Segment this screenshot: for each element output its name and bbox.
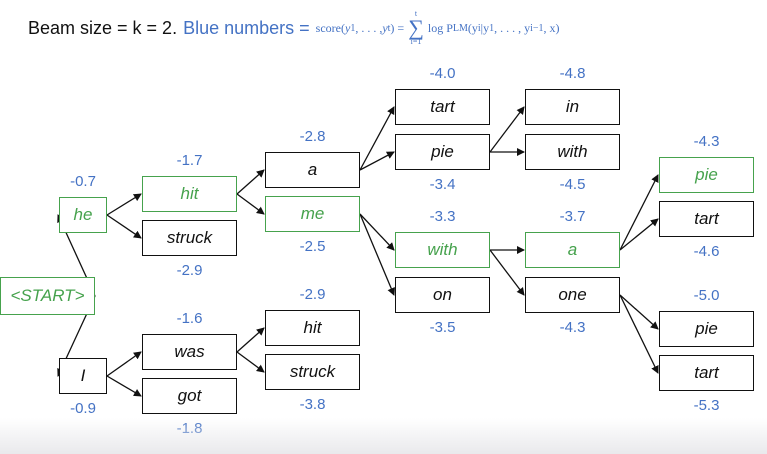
score-a1: -2.8 xyxy=(299,128,326,145)
node-tart1: tart xyxy=(395,89,490,125)
edge-was-hit2 xyxy=(236,327,265,353)
score-struck2: -3.8 xyxy=(299,396,326,413)
score-a2: -3.7 xyxy=(559,208,586,225)
score-in: -4.8 xyxy=(559,65,586,82)
node-he: he xyxy=(59,197,107,233)
node-pie2: pie xyxy=(659,157,754,193)
node-start: <START> xyxy=(0,277,95,315)
node-hit1: hit xyxy=(142,176,237,212)
score-pie3: -5.0 xyxy=(693,287,720,304)
score-me: -2.5 xyxy=(299,238,326,255)
edge-he-struck1 xyxy=(106,214,142,239)
edge-he-hit1 xyxy=(106,193,142,216)
edge-pie1-in xyxy=(489,106,525,153)
edge-a1-tart1 xyxy=(359,106,395,171)
edge-hit1-a1 xyxy=(236,169,265,195)
node-with1: with xyxy=(395,232,490,268)
edge-I-got xyxy=(106,375,142,397)
score-pie2: -4.3 xyxy=(693,133,720,150)
score-on: -3.5 xyxy=(429,319,456,336)
edge-me-with1 xyxy=(359,213,395,251)
edge-a1-pie1 xyxy=(359,151,395,171)
node-a2: a xyxy=(525,232,620,268)
node-struck1: struck xyxy=(142,220,237,256)
score-one: -4.3 xyxy=(559,319,586,336)
node-was: was xyxy=(142,334,237,370)
summation-symbol: t ∑ i=1 xyxy=(408,9,424,46)
node-tart2: tart xyxy=(659,201,754,237)
beam-size-text: Beam size = k = 2. xyxy=(28,17,178,38)
node-pie3: pie xyxy=(659,311,754,347)
node-struck2: struck xyxy=(265,354,360,390)
node-one: one xyxy=(525,277,620,313)
blue-numbers-label: Blue numbers = xyxy=(183,17,310,38)
score-pie1: -3.4 xyxy=(429,176,456,193)
edge-hit1-me xyxy=(236,193,265,215)
node-tart3: tart xyxy=(659,355,754,391)
node-a1: a xyxy=(265,152,360,188)
edge-was-struck2 xyxy=(236,351,265,373)
score-with1: -3.3 xyxy=(429,208,456,225)
node-hit2: hit xyxy=(265,310,360,346)
node-on: on xyxy=(395,277,490,313)
edge-I-was xyxy=(106,351,142,377)
edge-a2-pie2 xyxy=(619,174,659,251)
edge-with1-one xyxy=(489,249,525,296)
edge-a2-tart2 xyxy=(619,218,659,251)
edge-one-pie3 xyxy=(619,294,659,330)
node-in: in xyxy=(525,89,620,125)
node-got: got xyxy=(142,378,237,414)
score-with2: -4.5 xyxy=(559,176,586,193)
score-tart3: -5.3 xyxy=(693,397,720,414)
score-hit1: -1.7 xyxy=(176,152,203,169)
node-me: me xyxy=(265,196,360,232)
node-with2: with xyxy=(525,134,620,170)
score-he: -0.7 xyxy=(70,173,96,190)
node-pie1: pie xyxy=(395,134,490,170)
score-was: -1.6 xyxy=(176,310,203,327)
bottom-shade xyxy=(0,418,767,454)
score-I: -0.9 xyxy=(70,400,96,417)
slide-header: Beam size = k = 2. Blue numbers = score(… xyxy=(28,10,560,46)
score-tart2: -4.6 xyxy=(693,243,720,260)
node-I: I xyxy=(59,358,107,394)
score-tart1: -4.0 xyxy=(429,65,456,82)
score-struck1: -2.9 xyxy=(176,262,203,279)
edge-me-on xyxy=(359,213,395,296)
score-hit2: -2.9 xyxy=(299,286,326,303)
edge-one-tart3 xyxy=(619,294,659,374)
